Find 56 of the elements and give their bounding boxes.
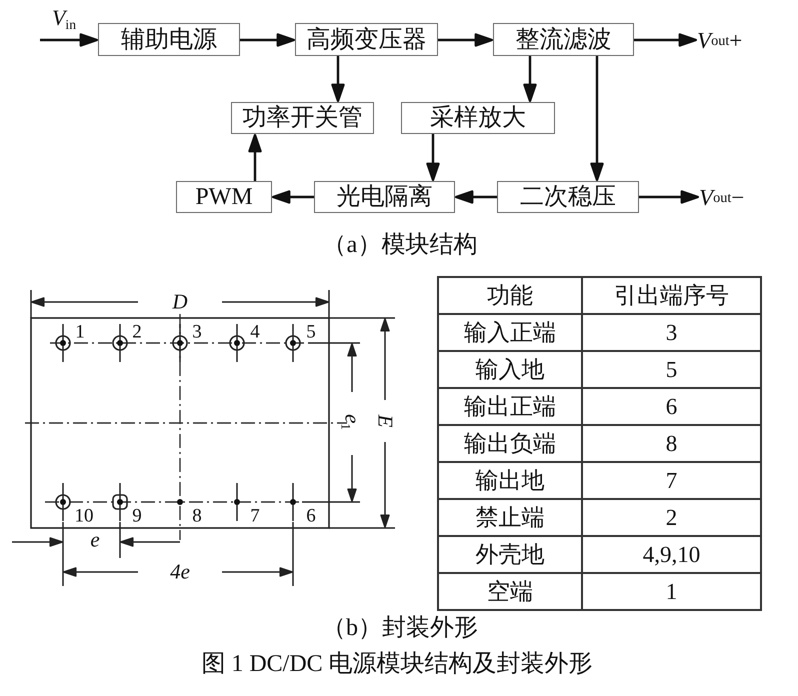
table-cell: 输出地 [438, 462, 582, 499]
arrow [638, 190, 699, 204]
pin-number: 3 [192, 322, 202, 342]
pin-number: 7 [250, 506, 260, 526]
pin-number: 6 [306, 506, 316, 526]
table-cell: 输出负端 [438, 425, 582, 462]
arrow [523, 54, 537, 102]
dimension-label: E [374, 414, 396, 428]
arrow [426, 132, 440, 181]
table-cell: 2 [582, 499, 761, 536]
table-cell: 输入正端 [438, 314, 582, 351]
process-box: 整流滤波 [493, 23, 634, 56]
pin-number: 9 [132, 506, 142, 526]
table-cell: 输入地 [438, 351, 582, 388]
table-cell: 空端 [438, 573, 582, 610]
edge-label: V$_{in}$ [52, 7, 76, 29]
arrow [272, 190, 316, 204]
process-box: 采样放大 [401, 102, 555, 134]
header-cell: 功能 [438, 277, 582, 314]
pin-number: 8 [192, 506, 202, 526]
subfigure-caption: （a）模块结构 [322, 233, 478, 257]
arrow [632, 33, 697, 47]
arrow [436, 33, 493, 47]
table-cell: 禁止端 [438, 499, 582, 536]
table-cell: 输出正端 [438, 388, 582, 425]
arrow [590, 54, 604, 181]
pin-number: 2 [132, 322, 142, 342]
process-box: 高频变压器 [295, 23, 438, 56]
pin-number: 4 [250, 322, 260, 342]
table-cell: 1 [582, 573, 761, 610]
table-cell: 6 [582, 388, 761, 425]
table-cell: 5 [582, 351, 761, 388]
dimension-label: 4e [170, 562, 190, 582]
process-box: 二次稳压 [497, 181, 639, 213]
header-cell: 引出端序号 [582, 277, 761, 314]
process-box: 功率开关管 [231, 102, 374, 134]
process-box: PWM [176, 181, 272, 213]
process-box: 辅助电源 [98, 23, 240, 56]
table-cell: 8 [582, 425, 761, 462]
table-cell: 3 [582, 314, 761, 351]
arrow [238, 33, 295, 47]
arrow [455, 190, 498, 204]
figure-caption: 图 1 DC/DC 电源模块结构及封装外形 [201, 652, 593, 676]
table-cell: 7 [582, 462, 761, 499]
pin-number: 5 [306, 322, 316, 342]
pin-number: 1 [75, 322, 85, 342]
process-box: 光电隔离 [314, 181, 455, 213]
pin-number: 10 [74, 506, 94, 526]
table-cell: 4,9,10 [582, 536, 761, 573]
dimension-label: e [90, 530, 100, 550]
arrow [248, 134, 262, 182]
subfigure-caption: （b）封装外形 [322, 616, 478, 640]
table-cell: 外壳地 [438, 536, 582, 573]
arrow [331, 54, 345, 102]
dimension-label: D [172, 292, 188, 312]
arrow [38, 33, 98, 47]
